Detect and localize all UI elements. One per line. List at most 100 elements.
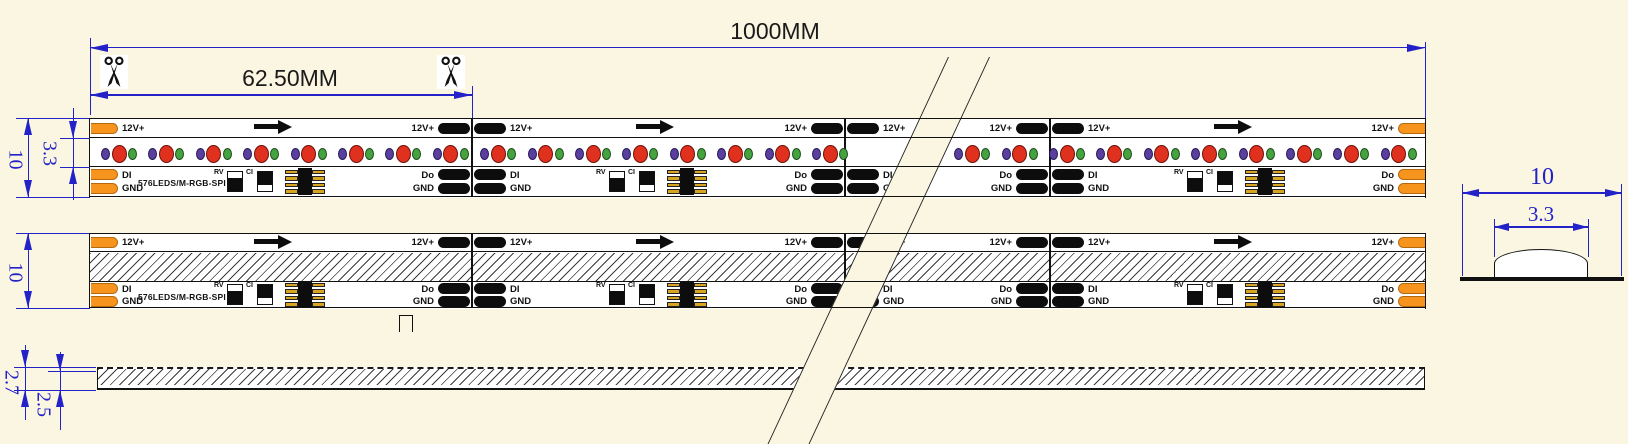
junction-label: 12V+ (510, 123, 533, 134)
resistor-component (227, 171, 243, 192)
led-cluster (338, 144, 374, 163)
ic-pin (694, 189, 707, 194)
ground-pad (1398, 295, 1425, 307)
junction-pad (1052, 283, 1084, 294)
led-green-chip (1170, 147, 1180, 160)
led-green-chip (744, 147, 754, 160)
junction-pad (438, 295, 470, 307)
junction-pad (474, 122, 506, 134)
junction-pad (438, 283, 470, 294)
junction-cut-line (471, 233, 473, 308)
led-red-chip (585, 144, 601, 163)
led-red-chip (1391, 144, 1407, 163)
led-red-chip (964, 144, 980, 163)
ic-pin (667, 182, 680, 187)
resistor-component (1187, 171, 1203, 192)
side-inner-thickness-text: 2.5 (32, 392, 55, 417)
direction-arrow (636, 239, 660, 244)
led-cluster (480, 144, 517, 163)
led-red-chip (253, 144, 269, 163)
led-green-chip (412, 147, 422, 160)
led-cluster (622, 144, 659, 163)
power-label: 12V+ (1371, 237, 1394, 248)
ic-pin (694, 302, 707, 307)
junction-label: 12V+ (1088, 237, 1111, 248)
ground-pad (1398, 182, 1425, 194)
led-blue-chip (290, 147, 300, 160)
resistor-component (609, 171, 625, 192)
strip2-height-text: 10 (4, 262, 27, 283)
led-red-chip (822, 144, 838, 163)
data-out-label: Do (1381, 169, 1394, 181)
led-green-chip (175, 147, 185, 160)
side-view-bar (97, 367, 1425, 390)
direction-arrow-head (1238, 234, 1252, 249)
junction-label: 12V+ (411, 123, 434, 134)
led-red-chip (1343, 144, 1359, 163)
arrowhead-icon (56, 390, 64, 407)
ic-pin (667, 189, 680, 194)
led-cluster (101, 144, 137, 163)
junction-label: GND (510, 296, 532, 307)
led-green-chip (270, 147, 280, 160)
led-cluster (1001, 144, 1038, 163)
junction-pad (1016, 182, 1048, 194)
arrowhead-icon (1573, 223, 1588, 231)
data-in-label: DI (122, 283, 132, 295)
led-cluster (575, 144, 611, 163)
led-blue-chip (954, 147, 964, 160)
led-cluster (1049, 144, 1085, 163)
strip-border-line (89, 232, 1426, 234)
section-width-text: 10 (1530, 164, 1554, 190)
led-cluster (1096, 144, 1133, 163)
junction-label: GND (785, 296, 807, 307)
arrowhead-icon (21, 350, 29, 367)
junction-label: 12V+ (883, 123, 906, 134)
ic-pin (1272, 295, 1285, 300)
data-out-pad (1398, 169, 1425, 180)
led-green-chip (791, 147, 801, 160)
ic-pin (312, 189, 325, 194)
junction-pad (847, 169, 879, 180)
spec-label: 576LEDS/M-RGB-SPI (138, 292, 226, 302)
junction-label: Do (421, 169, 434, 181)
led-blue-chip (717, 147, 727, 160)
led-red-chip (1106, 144, 1122, 163)
led-green-chip (459, 147, 469, 160)
ground-label: GND (1372, 296, 1394, 307)
led-green-chip (1407, 147, 1417, 160)
led-green-chip (128, 147, 137, 160)
junction-label: 12V+ (989, 123, 1012, 134)
extension-line (1424, 42, 1426, 118)
led-green-chip (1360, 147, 1370, 160)
junction-pad (811, 283, 843, 294)
total-length-text: 1000MM (730, 18, 820, 44)
junction-label: GND (990, 296, 1012, 307)
ic-pin (1272, 176, 1285, 181)
led-red-chip (158, 144, 174, 163)
strip-row-line (89, 251, 1426, 253)
ic-pin (1272, 182, 1285, 187)
ic-pin (694, 182, 707, 187)
arrowhead-icon (24, 180, 32, 197)
led-green-chip (839, 147, 848, 160)
arrowhead-icon (21, 390, 29, 407)
junction-label: 12V+ (510, 237, 533, 248)
capacitor-label: CI (246, 282, 253, 289)
junction-pad (1052, 295, 1084, 307)
direction-arrow-head (278, 119, 292, 134)
spec-label: 576LEDS/M-RGB-SPI (138, 178, 226, 188)
led-red-chip (395, 144, 411, 163)
led-green-chip (317, 147, 327, 160)
ic-chip (1244, 168, 1286, 195)
ic-pin (1272, 282, 1285, 287)
led-red-chip (1059, 144, 1075, 163)
ic-pin (667, 282, 680, 287)
led-cluster (1333, 144, 1370, 163)
led-red-chip (1296, 144, 1312, 163)
power-label: 12V+ (122, 237, 145, 248)
junction-label: 12V+ (784, 123, 807, 134)
ic-chip (284, 168, 326, 195)
junction-label: 12V+ (411, 237, 434, 248)
ic-pin (1272, 289, 1285, 294)
